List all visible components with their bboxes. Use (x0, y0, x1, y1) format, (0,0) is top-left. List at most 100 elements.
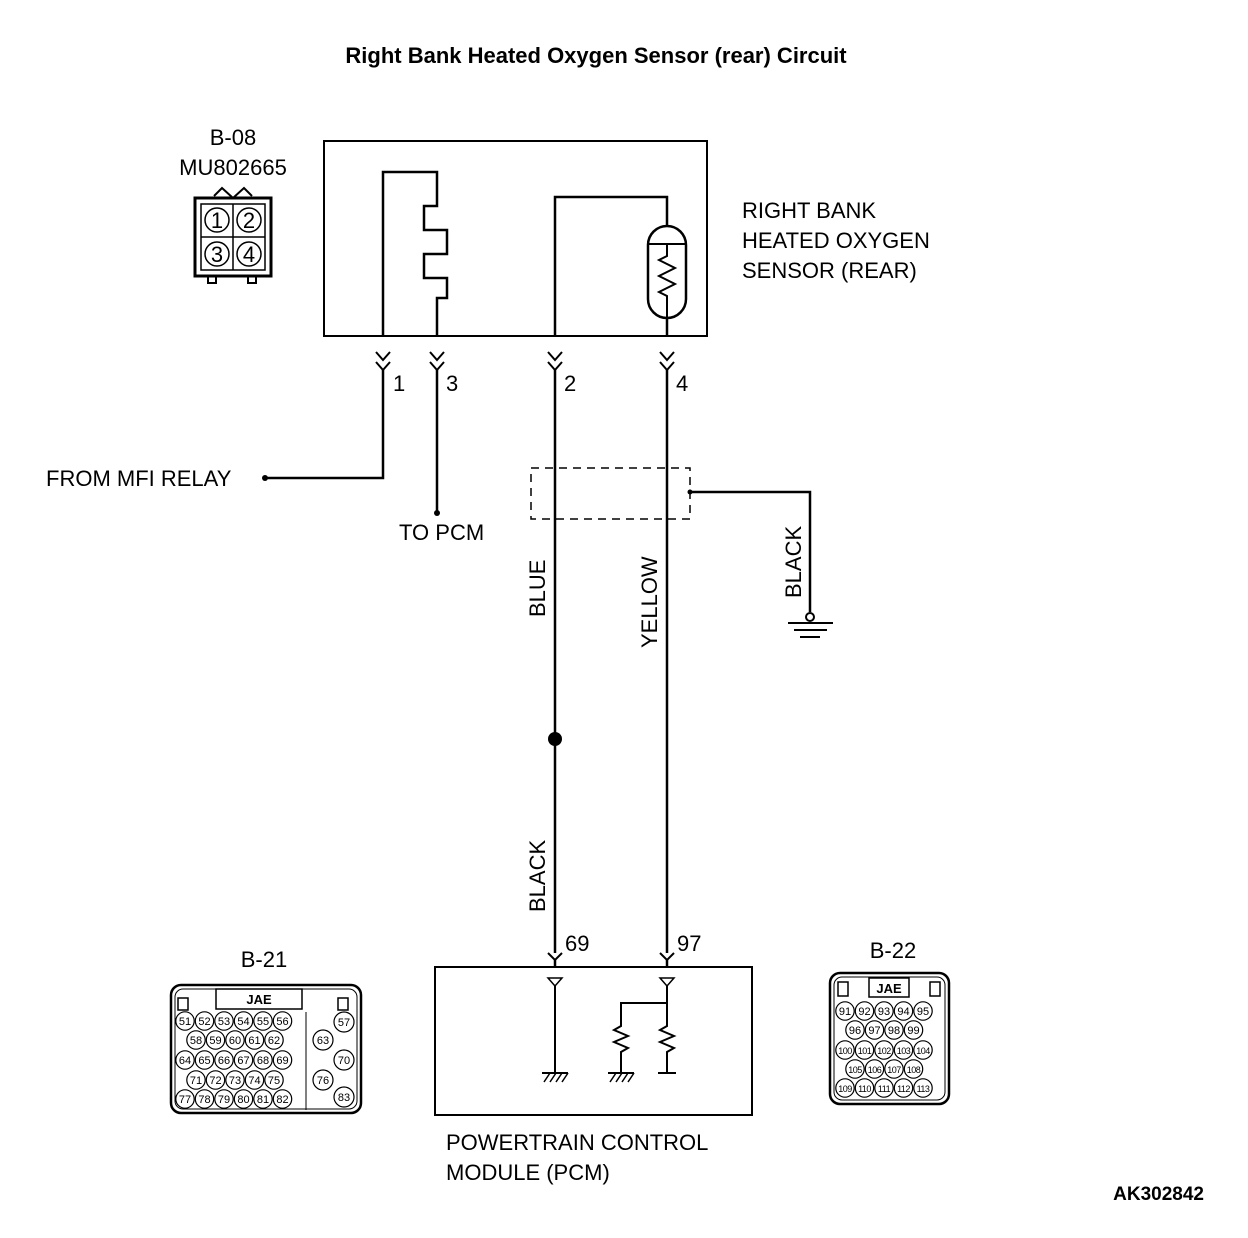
b22-pin-99-circle (903, 1020, 924, 1040)
pcm: 69 97 POWERTRAIN CONTROL MODULE (PCM) (434, 931, 753, 1185)
sensor-connector-chevrons (375, 351, 675, 372)
oxygen-sensor: RIGHT BANK HEATED OXYGEN SENSOR (REAR) (323, 140, 930, 337)
b22-pin-105: 105 (848, 1065, 862, 1075)
b21-pin-78-circle (194, 1089, 215, 1109)
b22-pin-98: 98 (888, 1025, 900, 1037)
b08-pin-1: 1 (211, 208, 223, 233)
wire-label-black-lower: BLACK (525, 840, 550, 912)
b22-pin-95-circle (913, 1001, 933, 1021)
b21-pin-53-circle (214, 1011, 234, 1031)
b22-pin-91-circle (835, 1001, 855, 1021)
sensor-label-line3: SENSOR (REAR) (742, 258, 917, 283)
b22-pin-97: 97 (868, 1025, 880, 1037)
b22-pin-94-circle (893, 1001, 914, 1021)
b21-pin-79: 79 (218, 1094, 230, 1106)
b22-pin-106: 106 (868, 1065, 882, 1075)
b22-pin-104: 104 (916, 1046, 930, 1056)
b21-pin-66: 66 (218, 1055, 230, 1067)
connector-b08-id: B-08 (210, 125, 256, 150)
b22-pin-97-circle (864, 1020, 885, 1040)
b22-pin-99: 99 (907, 1025, 919, 1037)
connector-b08-part: MU802665 (179, 155, 287, 180)
b22-pin-94: 94 (897, 1006, 909, 1018)
b21-pin-68: 68 (257, 1055, 269, 1067)
b21-pin-80-circle (233, 1089, 254, 1109)
b21-pin-79-circle (214, 1089, 234, 1109)
pcm-pin-69: 69 (565, 931, 589, 956)
b08-pin-4: 4 (243, 242, 255, 267)
b22-pin-109-circle (835, 1078, 855, 1098)
pcm-pin-97: 97 (677, 931, 701, 956)
b21-pin-59-circle (205, 1030, 226, 1050)
connector-b21-maker: JAE (246, 992, 272, 1007)
b21-pin-77-circle (175, 1089, 195, 1109)
b21-pin-73-circle (225, 1070, 245, 1090)
b22-pin-96: 96 (849, 1025, 861, 1037)
heater-element (381, 170, 449, 336)
connector-b21-id: B-21 (241, 947, 287, 972)
wires (267, 370, 812, 953)
b21-pin-72-circle (205, 1070, 226, 1090)
b21-pin-83: 83 (338, 1092, 350, 1104)
relay-terminal-dot (262, 475, 268, 481)
pcm-terminal-dot (434, 510, 440, 516)
b22-pin-104-circle (913, 1040, 933, 1060)
b21-pin-73: 73 (229, 1075, 241, 1087)
b21-pin-65: 65 (198, 1055, 210, 1067)
wire-pin1-relay (267, 370, 385, 480)
sensor-pin-2: 2 (564, 371, 576, 396)
b21-pin-70: 70 (338, 1055, 350, 1067)
b21-pin-52-circle (194, 1011, 215, 1031)
b21-pin-65-circle (194, 1050, 215, 1070)
b21-pin-60: 60 (229, 1035, 241, 1047)
b22-pin-93-circle (874, 1001, 894, 1021)
b21-pin-60-circle (225, 1030, 245, 1050)
diagram-title: Right Bank Heated Oxygen Sensor (rear) C… (345, 43, 847, 68)
b21-pin-63-circle (312, 1029, 334, 1051)
b21-pin-57: 57 (338, 1017, 350, 1029)
wire-label-yellow: YELLOW (637, 556, 662, 648)
b21-pin-56: 56 (276, 1016, 288, 1028)
b21-pin-55: 55 (257, 1016, 269, 1028)
sensor-label-line2: HEATED OXYGEN (742, 228, 930, 253)
b08-pin-3: 3 (211, 242, 223, 267)
b21-pin-59: 59 (209, 1035, 221, 1047)
b21-pin-69: 69 (276, 1055, 288, 1067)
b21-pin-82-circle (272, 1089, 293, 1109)
b21-pin-81-circle (253, 1089, 273, 1109)
connector-b22-maker: JAE (876, 981, 902, 996)
b21-pin-52: 52 (198, 1016, 210, 1028)
b22-pin-92-circle (854, 1001, 875, 1021)
b21-pin-67: 67 (237, 1055, 249, 1067)
b21-pin-80: 80 (237, 1094, 249, 1106)
b22-pin-93: 93 (878, 1006, 890, 1018)
sensor-box (323, 140, 708, 337)
b21-pin-67-circle (233, 1050, 254, 1070)
b21-pin-72: 72 (209, 1075, 221, 1087)
b21-pin-61-circle (244, 1030, 265, 1050)
b22-pin-105-circle (845, 1059, 865, 1079)
b22-pin-103: 103 (897, 1046, 911, 1056)
b22-pin-107: 107 (887, 1065, 901, 1075)
b22-pin-100: 100 (838, 1046, 852, 1056)
b21-pin-74: 74 (248, 1075, 260, 1087)
b22-pin-96-circle (845, 1020, 865, 1040)
b21-pin-64: 64 (179, 1055, 191, 1067)
b21-pin-76: 76 (317, 1075, 329, 1087)
b22-pin-107-circle (884, 1059, 904, 1079)
wire-label-black-shield: BLACK (781, 526, 806, 598)
splice-point (548, 732, 562, 746)
b21-pin-69-circle (272, 1050, 293, 1070)
b21-pin-54: 54 (237, 1016, 249, 1028)
b22-pin-101-circle (854, 1040, 875, 1060)
b22-pin-111: 111 (878, 1084, 891, 1094)
b22-pin-108: 108 (907, 1065, 921, 1075)
b21-pin-71: 71 (190, 1075, 202, 1087)
b21-pin-56-circle (272, 1011, 293, 1031)
b22-pin-112-circle (893, 1078, 914, 1098)
b21-pin-75: 75 (268, 1075, 280, 1087)
